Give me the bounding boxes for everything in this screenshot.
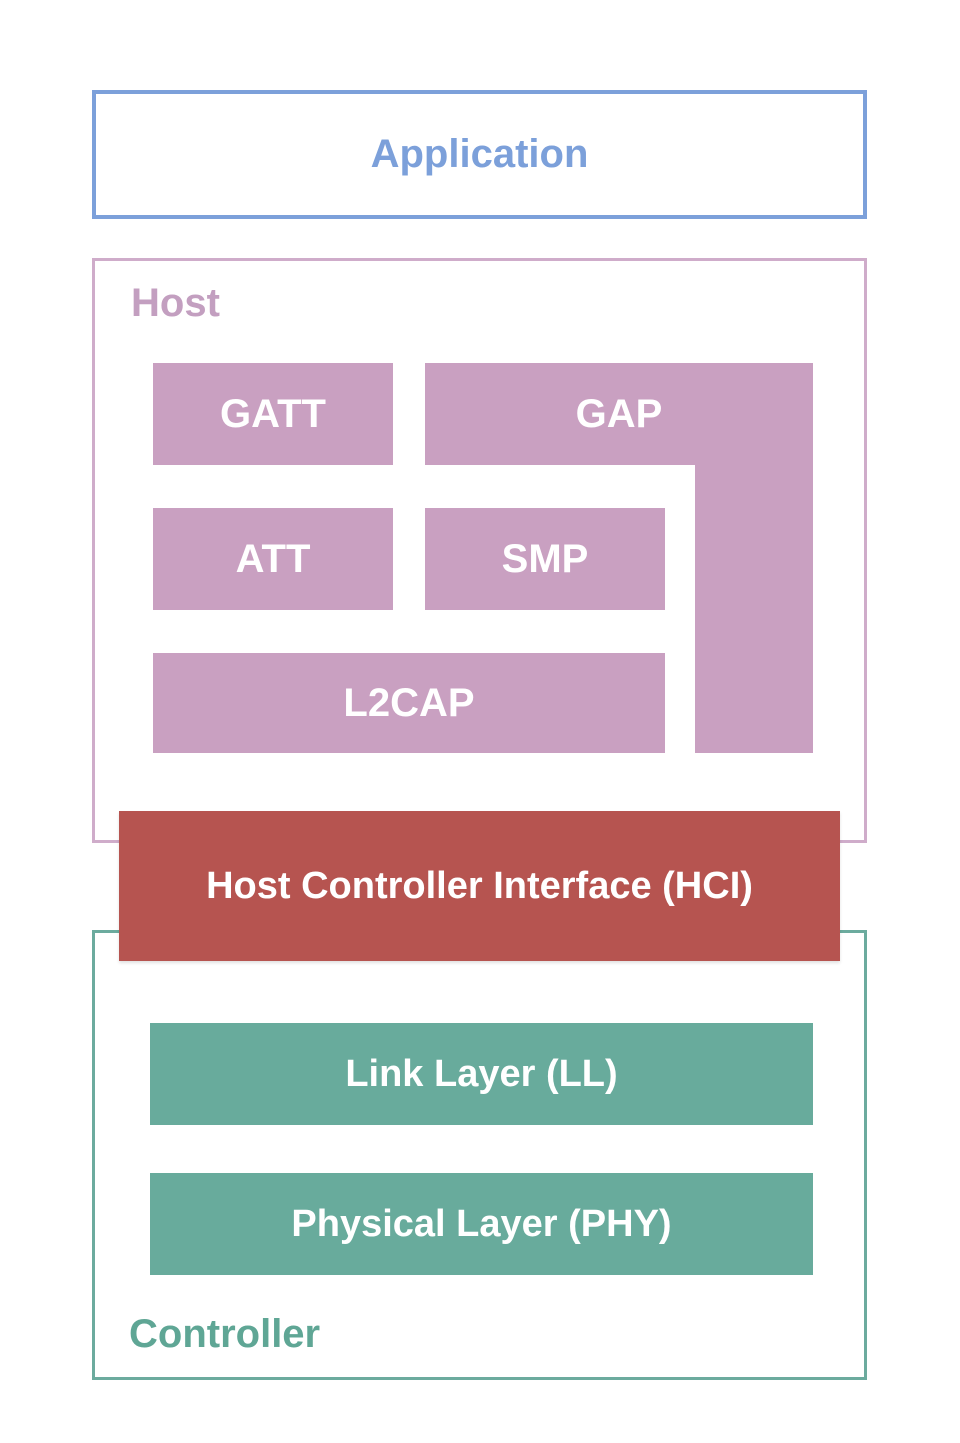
block-l2cap: L2CAP [153,653,665,753]
block-gap: GAP [425,363,813,465]
hci-box: Host Controller Interface (HCI) [119,811,840,961]
controller-box: Link Layer (LL) Physical Layer (PHY) Con… [92,930,867,1380]
block-physical-layer: Physical Layer (PHY) [150,1173,813,1275]
block-smp-label: SMP [501,536,589,581]
application-label: Application [370,132,589,176]
block-gap-label: GAP [575,391,663,436]
block-gap-extension [695,465,813,753]
block-gatt: GATT [153,363,393,465]
block-gatt-label: GATT [220,391,326,436]
application-box: Application [92,90,867,219]
host-label: Host [131,281,220,325]
block-link-layer-label: Link Layer (LL) [345,1052,618,1095]
block-smp: SMP [425,508,665,610]
host-box: Host GATT GAP ATT SMP L2CAP [92,258,867,843]
block-att-label: ATT [235,536,311,581]
hci-label: Host Controller Interface (HCI) [206,864,753,907]
block-att: ATT [153,508,393,610]
block-l2cap-label: L2CAP [343,680,475,725]
block-physical-layer-label: Physical Layer (PHY) [291,1202,672,1245]
controller-label: Controller [129,1312,321,1356]
block-link-layer: Link Layer (LL) [150,1023,813,1125]
